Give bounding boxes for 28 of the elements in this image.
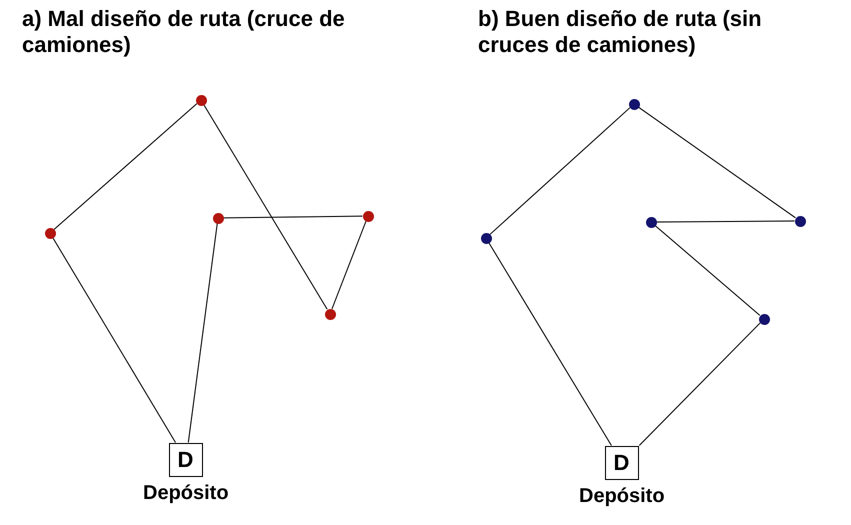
route-point bbox=[44, 228, 56, 238]
route-line bbox=[638, 106, 796, 218]
route-point bbox=[324, 308, 336, 320]
route-point bbox=[196, 94, 206, 106]
route-point bbox=[212, 212, 224, 224]
route-line bbox=[332, 220, 366, 310]
route-point bbox=[794, 216, 806, 226]
depot-caption: Depósito bbox=[143, 482, 229, 505]
depot-box: D bbox=[604, 446, 638, 480]
route-line bbox=[656, 220, 795, 222]
route-point bbox=[628, 98, 640, 110]
route-line bbox=[654, 225, 760, 316]
route-line bbox=[52, 237, 176, 443]
route-line bbox=[638, 322, 761, 446]
route-line bbox=[490, 107, 630, 235]
panel-title: b) Buen diseño de ruta (sin cruces de camiones) bbox=[478, 6, 763, 58]
route-point bbox=[646, 216, 656, 228]
panel-title: a) Mal diseño de ruta (cruce de camiones) bbox=[22, 6, 346, 58]
route-line bbox=[54, 103, 198, 230]
route-point bbox=[362, 210, 374, 222]
route-line bbox=[488, 242, 612, 446]
depot-box: D bbox=[168, 442, 202, 476]
route-line bbox=[188, 222, 218, 443]
route-line bbox=[223, 216, 363, 218]
depot-caption: Depósito bbox=[579, 485, 665, 508]
route-line bbox=[203, 104, 328, 310]
route-point bbox=[758, 314, 770, 324]
route-point bbox=[480, 232, 492, 244]
